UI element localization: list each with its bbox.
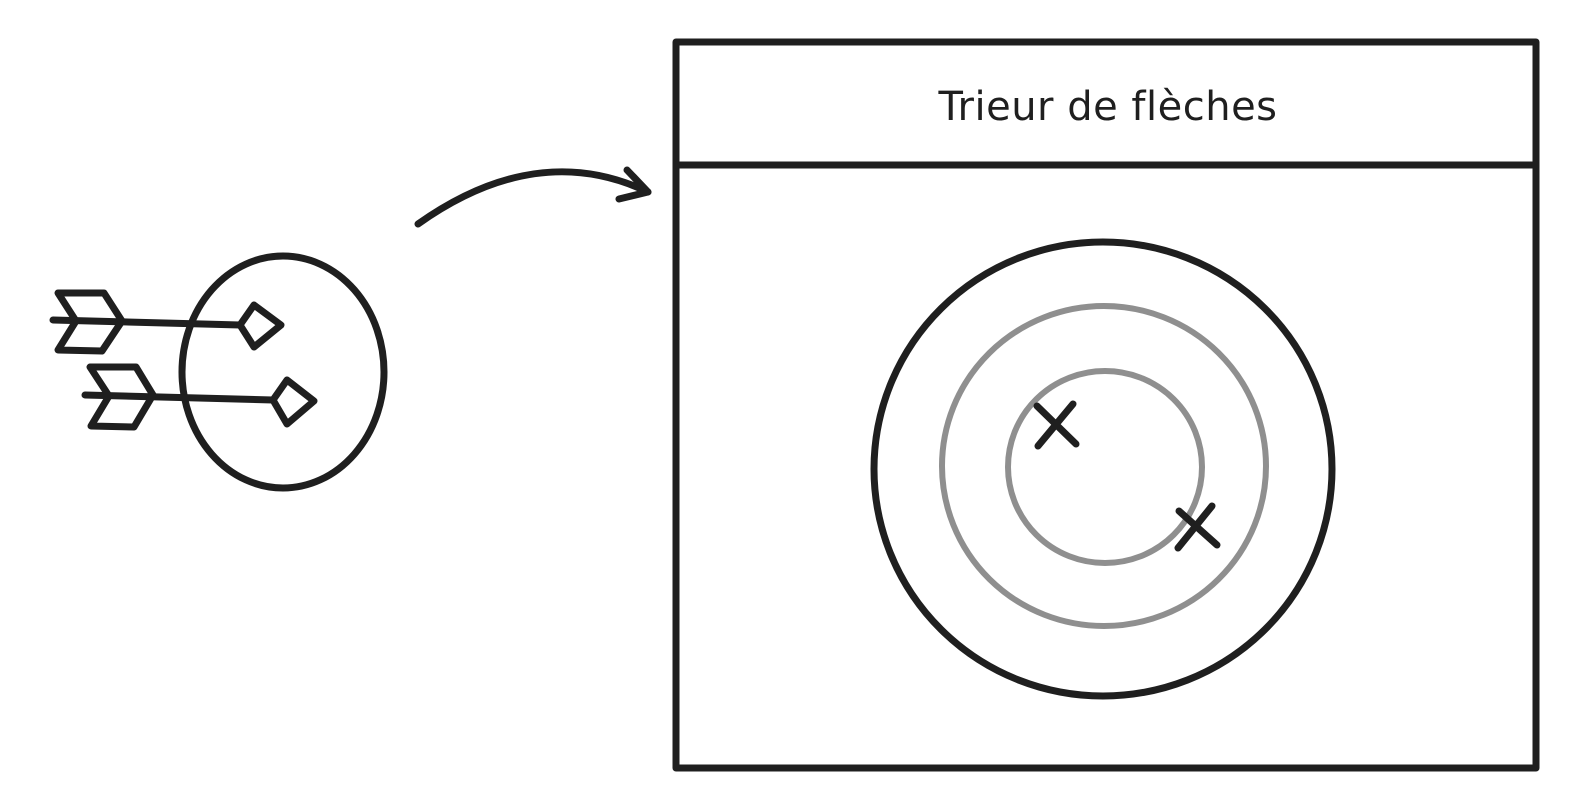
window: Trieur de flèches: [672, 38, 1540, 772]
bundle-ellipse: [178, 252, 388, 492]
arrow-lower-shaft: [81, 391, 277, 404]
target-outer-ring: [870, 238, 1336, 700]
x-mark-lower-line-b: [1174, 502, 1216, 552]
target-inner-ring: [1005, 368, 1205, 566]
arrow-lower: [81, 363, 318, 431]
arrow-lower-fletching: [86, 363, 157, 431]
x-mark-icon: [1033, 400, 1080, 450]
window-frame: [672, 38, 1540, 772]
x-mark-upper-line-b: [1034, 400, 1077, 450]
window-title: Trieur de flèches: [937, 84, 1277, 130]
arrow-upper: [49, 289, 285, 355]
curved-arrow-head: [615, 166, 652, 203]
target-middle-ring: [939, 303, 1269, 629]
arrow-upper-shaft: [49, 316, 244, 329]
arrow-lower-head: [269, 376, 318, 428]
curved-arrow-path: [414, 168, 652, 228]
arrow-upper-fletching: [54, 289, 126, 355]
arrow-upper-head: [236, 301, 285, 351]
curved-arrow-icon: [414, 166, 652, 228]
x-mark-icon: [1174, 502, 1221, 552]
target-icon: [870, 238, 1336, 700]
arrow-bundle-icon: [49, 252, 388, 492]
